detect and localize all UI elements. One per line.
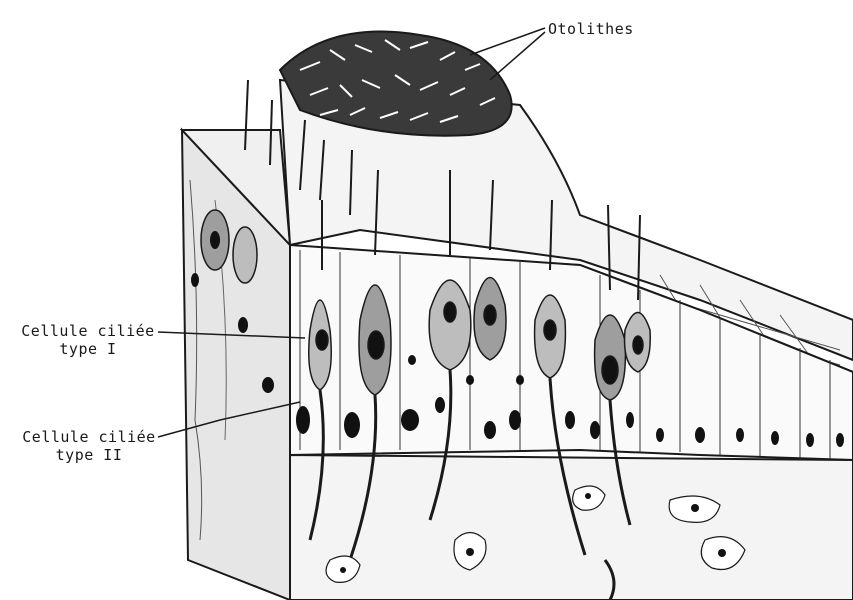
- type1-label-line1: Cellule ciliée: [8, 322, 168, 340]
- type2-label-line1: Cellule ciliée: [14, 428, 164, 446]
- otolithes-label: Otolithes: [548, 20, 634, 38]
- hair-cell-type-1-label: Cellule ciliée type I: [8, 322, 168, 358]
- hair-cell-type-2-label: Cellule ciliée type II: [14, 428, 164, 464]
- type1-label-line2: type I: [8, 340, 168, 358]
- type2-label-line2: type II: [14, 446, 164, 464]
